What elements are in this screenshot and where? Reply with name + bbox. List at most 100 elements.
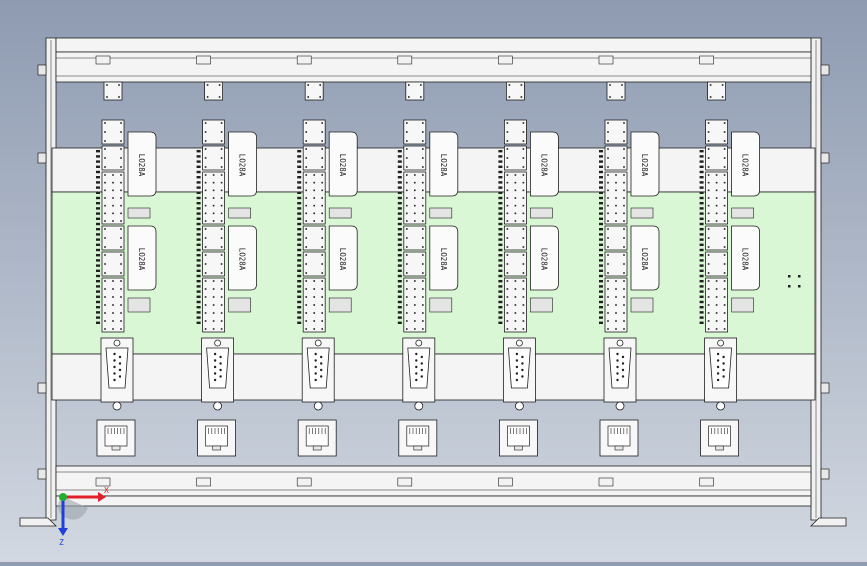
connector-pin <box>321 220 323 222</box>
db9-shell <box>407 347 431 389</box>
edge-pin <box>699 248 704 252</box>
edge-pin <box>599 228 603 231</box>
connector-pin <box>104 174 106 176</box>
db9-screw <box>415 339 423 347</box>
edge-pin <box>498 191 503 194</box>
edge-pin <box>297 176 302 179</box>
connector-pin <box>422 197 424 199</box>
connector-pin <box>506 174 509 176</box>
edge-pin <box>297 248 302 252</box>
coordinate-triad: XZ <box>57 486 109 547</box>
connector-pin <box>220 272 223 274</box>
connector-pin <box>621 96 623 98</box>
connector-pin <box>607 157 609 159</box>
edge-pin <box>498 155 503 158</box>
connector-pin <box>120 312 122 314</box>
edge-pin <box>397 280 402 283</box>
header-connector <box>503 225 527 251</box>
edge-pin <box>699 274 704 278</box>
connector-pin <box>406 296 408 298</box>
edge-pin <box>297 233 302 236</box>
board-mark <box>788 285 791 288</box>
rail-clip <box>95 477 111 487</box>
connector-pin <box>220 320 223 322</box>
connector-pin <box>723 272 726 274</box>
connector-pin <box>623 296 625 298</box>
edge-pin <box>699 238 704 241</box>
edge-pin <box>498 233 503 236</box>
edge-pin <box>96 259 100 262</box>
connector-pin <box>220 166 223 168</box>
connector-pin <box>522 148 525 150</box>
db9-pin <box>113 359 116 362</box>
db9-shell <box>608 347 632 389</box>
connector-pin <box>305 131 307 133</box>
connector-pin <box>212 288 215 290</box>
edge-pin <box>96 207 100 210</box>
connector-pin <box>321 280 323 282</box>
header-connector <box>202 225 226 251</box>
connector-pin <box>220 263 223 265</box>
edge-pin <box>196 160 201 163</box>
connector-pin <box>506 328 509 330</box>
edge-pin <box>297 290 302 293</box>
edge-pin <box>397 222 402 226</box>
edge-pin <box>297 202 302 205</box>
chip-standoff <box>328 297 352 313</box>
edge-pin <box>599 238 603 241</box>
edge-pin <box>498 264 503 267</box>
connector-pin <box>104 304 106 306</box>
connector-pin <box>422 246 424 248</box>
edge-pin <box>498 259 503 262</box>
edge-pin <box>96 170 100 174</box>
connector-pin <box>406 228 408 230</box>
db9-pin <box>515 359 519 362</box>
edge-pin <box>397 228 402 231</box>
edge-pin <box>196 170 201 174</box>
connector-pin <box>220 220 223 222</box>
edge-pin <box>297 155 302 158</box>
edge-pin <box>699 254 704 257</box>
connector-pin <box>414 189 416 192</box>
edge-pin <box>699 165 704 168</box>
db9-screw <box>616 339 624 347</box>
connector-pin <box>305 140 307 142</box>
connector-pin <box>422 304 424 306</box>
db9-pin <box>415 352 418 356</box>
edge-pin <box>196 248 201 252</box>
edge-pin <box>498 280 503 283</box>
edge-pin <box>498 243 503 246</box>
edge-pin <box>599 316 603 319</box>
connector-pin <box>313 320 315 322</box>
connector-pin <box>406 272 408 274</box>
connector-pin <box>206 84 209 86</box>
edge-pin <box>196 254 201 257</box>
edge-pin <box>599 222 603 226</box>
header-connector <box>202 119 226 145</box>
edge-pin <box>397 165 402 168</box>
connector-pin <box>112 220 114 222</box>
header-connector <box>503 251 527 277</box>
connector-pin <box>514 174 517 176</box>
connector-pin <box>707 189 710 192</box>
edge-pin <box>498 176 503 179</box>
connector-pin <box>120 204 122 207</box>
connector-pin <box>220 131 223 133</box>
connector-pin <box>112 189 114 192</box>
edge-pin <box>599 207 603 210</box>
edge-pin <box>699 233 704 236</box>
edge-pin <box>96 165 100 168</box>
chip-standoff <box>731 207 754 219</box>
edge-pin <box>498 306 503 309</box>
connector-pin <box>607 122 609 124</box>
connector-pin <box>623 131 625 133</box>
connector-pin <box>104 122 106 124</box>
rj45-latch <box>514 445 523 451</box>
header-connector <box>302 251 326 277</box>
connector-pin <box>321 304 323 306</box>
connector-pin <box>623 212 625 215</box>
connector-pin <box>623 228 625 230</box>
chip-package <box>630 131 660 197</box>
